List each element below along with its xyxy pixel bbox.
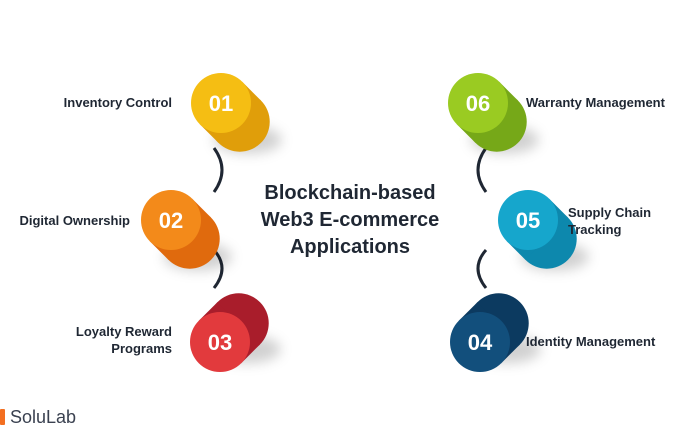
number-badge-04: 04 — [450, 293, 541, 372]
logo-mark-icon — [0, 409, 5, 425]
label-line: Loyalty Reward — [75, 324, 172, 339]
diagram-title: Blockchain-based Web3 E-commerce Applica… — [238, 180, 462, 261]
title-line: Blockchain-based — [264, 182, 436, 204]
label-line: Programs — [111, 341, 172, 356]
label-line: Tracking — [568, 222, 622, 237]
title-line: Web3 E-commerce — [260, 209, 440, 231]
badge-number: 02 — [159, 208, 183, 233]
badge-face — [191, 73, 251, 133]
item-label-01: Inventory Control — [0, 94, 172, 111]
right-connector-arc-lower — [476, 249, 488, 289]
item-label-02: Digital Ownership — [0, 212, 130, 229]
badge-face — [448, 73, 508, 133]
label-line: Identity Management — [526, 334, 656, 349]
number-badge-03: 03 — [190, 293, 281, 372]
badge-number: 01 — [209, 91, 233, 116]
badge-number: 04 — [468, 330, 493, 355]
badge-face — [141, 190, 201, 250]
label-line: Supply Chain — [568, 205, 652, 220]
badge-face — [498, 190, 558, 250]
right-connector-arc-upper — [476, 147, 488, 193]
label-line: Warranty Management — [526, 95, 665, 110]
badge-face — [450, 312, 510, 372]
badge-number: 06 — [466, 91, 490, 116]
badge-face — [190, 312, 250, 372]
item-label-06: Warranty Management — [526, 94, 700, 111]
item-label-03: Loyalty Reward Programs — [12, 323, 172, 357]
logo-text: SoluLab — [10, 406, 77, 427]
badge-number: 03 — [208, 330, 232, 355]
item-label-04: Identity Management — [526, 333, 696, 350]
number-badge-06: 06 — [448, 73, 539, 154]
number-badge-05: 05 — [498, 190, 589, 271]
title-line: Applications — [289, 236, 410, 258]
number-badge-01: 01 — [191, 73, 282, 154]
label-line: Digital Ownership — [19, 213, 130, 228]
solulab-logo: SoluLab — [0, 405, 76, 429]
number-badge-02: 02 — [141, 190, 232, 271]
left-connector-arc-upper — [212, 147, 224, 193]
badge-number: 05 — [516, 208, 540, 233]
label-line: Inventory Control — [63, 95, 172, 110]
item-label-05: Supply Chain Tracking — [568, 204, 698, 238]
